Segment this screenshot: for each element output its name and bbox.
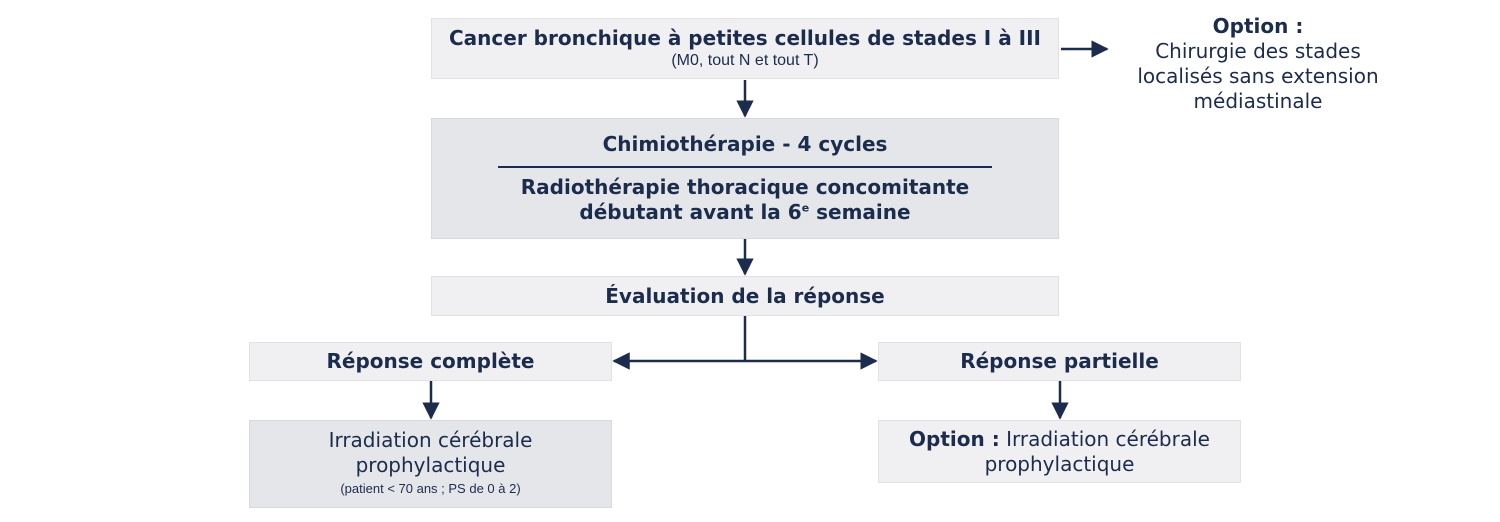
complete-action-box: Irradiation cérébrale prophylactique (pa…: [249, 420, 612, 508]
complete-action-note: (patient < 70 ans ; PS de 0 à 2): [340, 481, 521, 496]
treatment-box: Chimiothérapie - 4 cycles Radiothérapie …: [431, 118, 1059, 239]
partial-action-option-label: Option :: [909, 426, 1000, 451]
partial-action-line1: Option : Irradiation cérébrale: [909, 426, 1210, 451]
option-surgery-label: Option :: [1212, 14, 1304, 38]
option-surgery-line1: Chirurgie des stades: [1155, 39, 1361, 63]
radio-line2: débutant avant la 6e semaine: [579, 200, 911, 224]
partial-response-box: Réponse partielle: [878, 342, 1241, 381]
stage-title: Cancer bronchique à petites cellules de …: [449, 26, 1041, 50]
partial-action-line2: prophylactique: [984, 451, 1135, 476]
complete-action-line2: prophylactique: [355, 453, 506, 477]
stage-subtitle: (M0, tout N et tout T): [671, 52, 819, 69]
chemo-label: Chimiothérapie - 4 cycles: [602, 132, 888, 156]
evaluation-box: Évaluation de la réponse: [431, 276, 1059, 316]
option-surgery-line3: médiastinale: [1193, 89, 1323, 113]
complete-response-title: Réponse complète: [326, 349, 535, 373]
stage-box: Cancer bronchique à petites cellules de …: [431, 18, 1059, 79]
option-surgery-line2: localisés sans extension: [1137, 64, 1379, 88]
partial-response-title: Réponse partielle: [960, 349, 1159, 373]
radio-line1: Radiothérapie thoracique concomitante: [520, 175, 970, 199]
evaluation-title: Évaluation de la réponse: [605, 283, 885, 308]
option-surgery: Option : Chirurgie des stades localisés …: [1120, 14, 1396, 114]
complete-action-line1: Irradiation cérébrale: [328, 428, 533, 452]
treatment-divider: [498, 166, 992, 168]
partial-action-box: Option : Irradiation cérébrale prophylac…: [878, 420, 1241, 483]
complete-response-box: Réponse complète: [249, 342, 612, 381]
